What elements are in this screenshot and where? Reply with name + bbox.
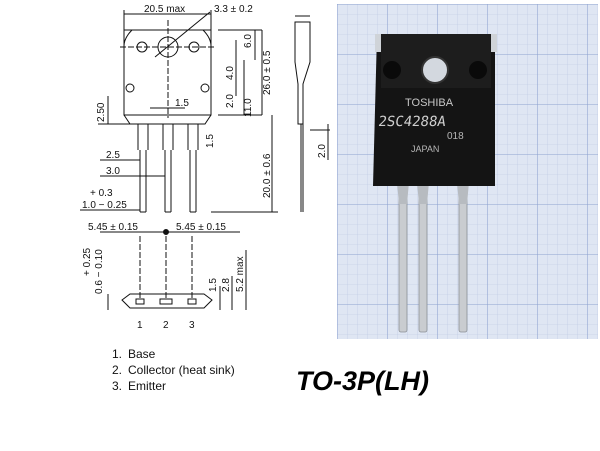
dim-2-8: 2.8 (221, 278, 232, 292)
pin-3-label: 3 (189, 320, 195, 331)
dim-26: 26.0 ± 0.5 (262, 50, 273, 95)
side-view (294, 15, 330, 212)
front-leads (137, 124, 199, 213)
dim-pitch-right: 5.45 ± 0.15 (176, 222, 226, 233)
bottom-view (100, 229, 247, 310)
photo-origin: JAPAN (411, 144, 439, 154)
photo-code: 018 (447, 131, 464, 142)
pin-legend-item: 1.Base (111, 347, 156, 361)
pin-1-label: 1 (137, 320, 143, 331)
transistor-photo: TOSHIBA 2SC4288A 018 JAPAN (337, 4, 598, 339)
dim-1-5c: 1.5 (208, 278, 219, 292)
dim-tol-06: 0.6 − 0.10 (94, 249, 105, 294)
dim-2-50: 2.50 (96, 102, 107, 122)
pin-legend: 1.Base 2.Collector (heat sink) 3.Emitter (100, 346, 235, 394)
pin-legend-item: 3.Emitter (111, 379, 167, 393)
dim-hole: 3.3 ± 0.2 (214, 4, 253, 15)
dim-20: 20.0 ± 0.6 (262, 153, 273, 198)
dim-lead-w: 1.0 − 0.25 (82, 200, 127, 211)
dim-2-0a: 2.0 (225, 94, 236, 108)
photo-leads (397, 181, 469, 333)
dim-4-0: 4.0 (225, 66, 236, 80)
dim-3-0: 3.0 (106, 166, 120, 177)
dim-11: 11.0 (243, 98, 254, 117)
dim-1-5a: 1.5 (175, 98, 189, 109)
dim-pitch-left: 5.45 ± 0.15 (88, 222, 138, 233)
pin-2-label: 2 (163, 320, 169, 331)
dim-2-5: 2.5 (106, 150, 120, 161)
dim-1-5b: 1.5 (205, 134, 216, 148)
dim-5-2: 5.2 max (235, 256, 246, 292)
package-name: TO-3P(LH) (296, 366, 429, 396)
dim-lead-tol: + 0.3 (90, 188, 113, 199)
dim-side-2-0: 2.0 (317, 144, 328, 158)
photo-brand: TOSHIBA (405, 97, 454, 109)
dim-width: 20.5 max (144, 4, 185, 15)
dim-6-0: 6.0 (243, 34, 254, 48)
pin-legend-item: 2.Collector (heat sink) (111, 363, 235, 377)
dim-tol-025: + 0.25 (82, 247, 93, 276)
photo-part: 2SC4288A (377, 114, 447, 130)
